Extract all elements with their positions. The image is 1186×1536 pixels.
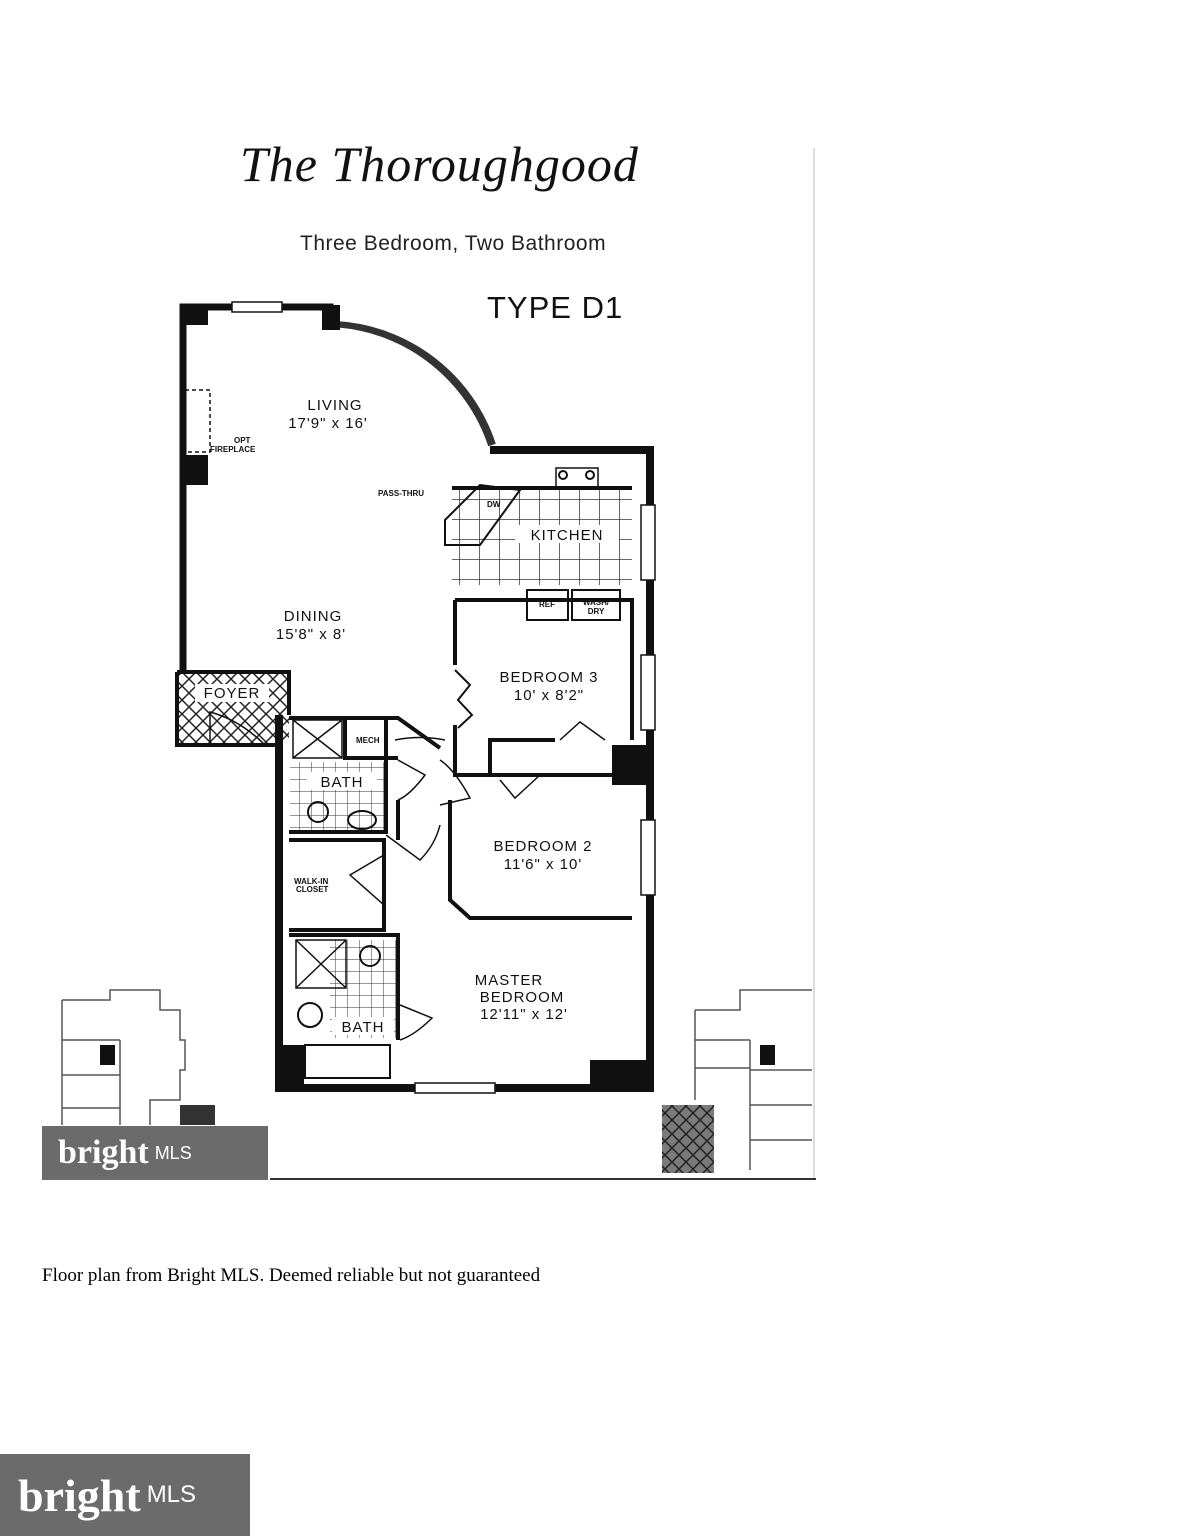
wash-dry-label-1: WASH/ — [583, 598, 610, 607]
frame-border-bottom — [270, 1178, 816, 1180]
master-label-1: MASTER — [475, 972, 544, 989]
unit-type: TYPE D1 — [487, 290, 624, 325]
bright-mls-logo-inner: bright MLS — [42, 1126, 268, 1180]
foyer-label: FOYER — [204, 685, 261, 702]
key-plan-left — [61, 989, 215, 1125]
dishwasher-label: DW — [487, 500, 501, 509]
mech-label: MECH — [356, 736, 380, 745]
bedroom3-label: BEDROOM 3 — [499, 669, 598, 686]
floor-plan-caption: Floor plan from Bright MLS. Deemed relia… — [42, 1265, 541, 1286]
bath1-label: BATH — [321, 774, 364, 791]
key-plan-right — [662, 989, 812, 1173]
fixtures — [297, 470, 595, 1028]
windows — [231, 301, 656, 1094]
bedroom3-size: 10' x 8'2" — [514, 687, 584, 704]
logo-brand: bright — [58, 1134, 149, 1171]
plan-subtitle: Three Bedroom, Two Bathroom — [300, 232, 607, 255]
plan-title: The Thoroughgood — [240, 136, 639, 192]
ref-label: REF — [539, 600, 555, 609]
wash-dry-label-2: DRY — [588, 607, 605, 616]
interior-walls — [185, 389, 634, 1079]
pass-thru-label: PASS-THRU — [378, 489, 424, 498]
foyer-floor — [177, 672, 289, 744]
master-size: 12'11" x 12' — [480, 1006, 568, 1023]
logo-suffix: MLS — [154, 1142, 192, 1163]
bath2-label: BATH — [342, 1019, 385, 1036]
living-label: LIVING — [307, 397, 362, 414]
closet-label-2: CLOSET — [296, 885, 329, 894]
dining-label: DINING — [284, 608, 343, 625]
frame-border-right — [813, 148, 815, 1180]
master-label-2: BEDROOM — [480, 989, 565, 1006]
watermark-brand: bright — [18, 1469, 141, 1521]
structural-columns — [183, 305, 650, 1090]
kitchen-label: KITCHEN — [531, 527, 604, 544]
dining-size: 15'8" x 8' — [276, 626, 346, 643]
closet-label-1: WALK-IN — [294, 877, 328, 886]
bedroom2-size: 11'6" x 10' — [504, 856, 583, 873]
fireplace-label-2: FIREPLACE — [210, 445, 256, 454]
bedroom2-label: BEDROOM 2 — [493, 838, 592, 855]
watermark-suffix: MLS — [146, 1481, 197, 1508]
fireplace-label-1: OPT — [234, 436, 251, 445]
door-swings — [209, 711, 606, 1041]
living-size: 17'9" x 16' — [288, 415, 368, 432]
bright-mls-watermark: bright MLS — [0, 1454, 250, 1536]
